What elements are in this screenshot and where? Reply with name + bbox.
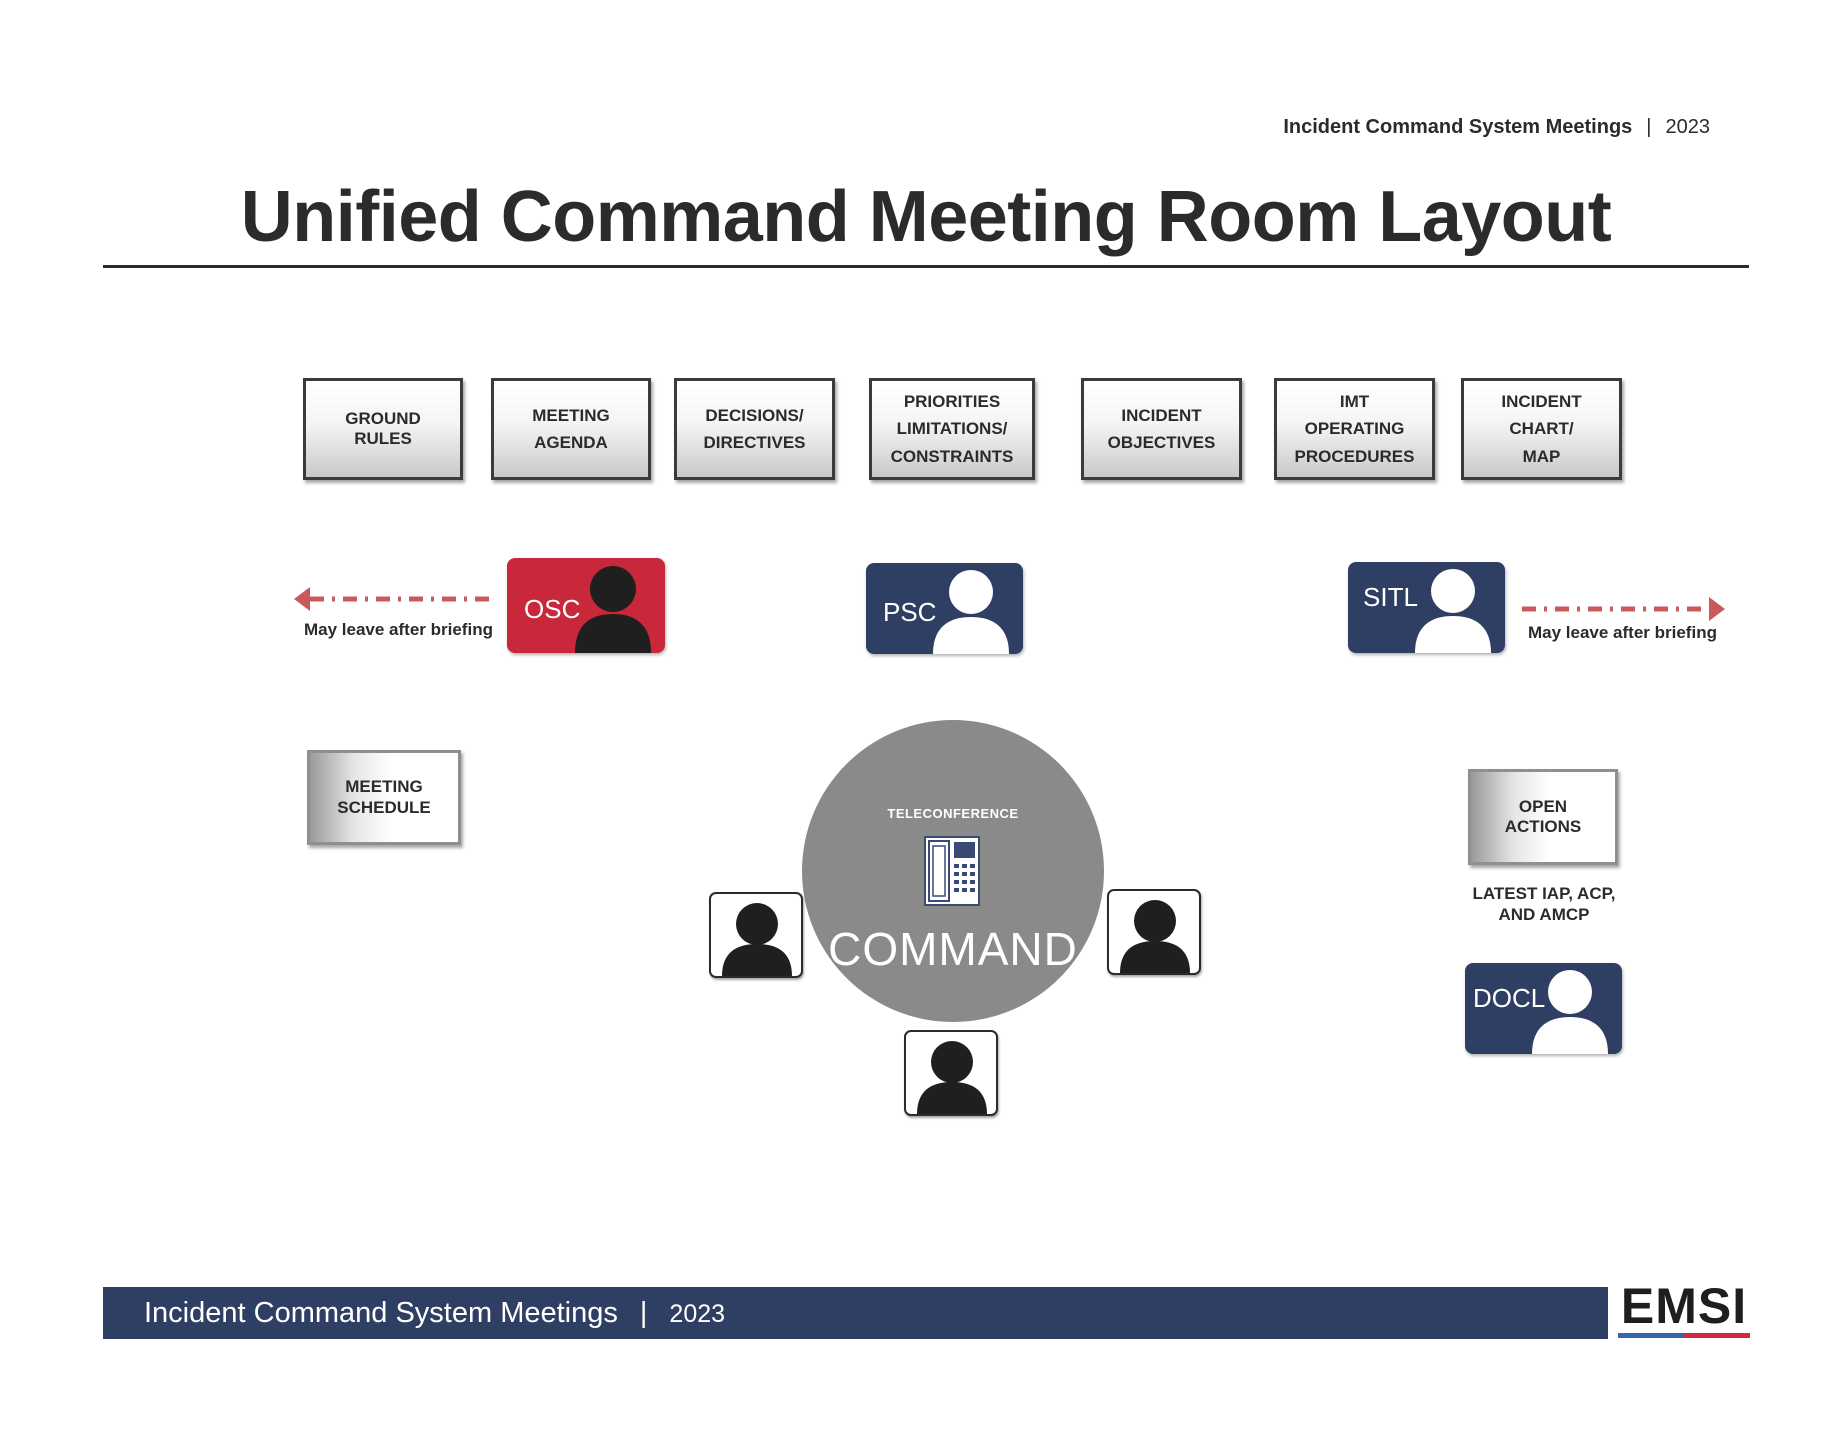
emsi-logo: EMSI — [1618, 1280, 1750, 1338]
board-meeting-schedule: MEETING SCHEDULE — [307, 750, 461, 845]
osc-role-label: OSC — [524, 594, 581, 624]
footer-text: Incident Command System Meetings | 2023 — [144, 1297, 725, 1330]
logo-text: EMSI — [1620, 1278, 1748, 1334]
leave-arrow-left-icon — [294, 587, 497, 611]
person-icon — [722, 903, 792, 976]
footer-year: 2023 — [669, 1300, 726, 1328]
header-year: 2023 — [1665, 116, 1711, 138]
page-title: Unified Command Meeting Room Layout — [240, 177, 1612, 257]
docl-role-label: DOCL — [1473, 983, 1546, 1013]
seat-right[interactable] — [1107, 889, 1201, 975]
board-meeting-agenda: MEETING AGENDA — [491, 378, 651, 480]
leave-arrow-right-icon — [1522, 597, 1725, 621]
seat-left[interactable] — [709, 892, 803, 978]
header-meta: Incident Command System Meetings | 2023 — [1180, 116, 1710, 139]
psc-role-label: PSC — [883, 597, 937, 627]
person-icon — [1532, 970, 1608, 1054]
footer-title: Incident Command System Meetings — [144, 1297, 618, 1329]
board-ground-rules: GROUND RULES — [303, 378, 463, 480]
conference-phone-icon — [924, 836, 980, 906]
person-icon — [575, 566, 651, 653]
seat-bottom[interactable] — [904, 1030, 998, 1116]
sitl-role-label: SITL — [1363, 582, 1418, 612]
board-priorities-limitations-constraints: PRIORITIES LIMITATIONS/ CONSTRAINTS — [869, 378, 1035, 480]
header-separator: | — [1646, 116, 1652, 138]
board-open-actions: OPEN ACTIONS — [1468, 769, 1618, 865]
header-meta-title: Incident Command System Meetings — [1283, 116, 1633, 138]
footer-separator: | — [639, 1297, 648, 1329]
psc-card[interactable]: PSC — [866, 563, 1023, 654]
latest-docs-note: LATEST IAP, ACP, AND AMCP — [1472, 884, 1616, 925]
command-label: COMMAND — [828, 923, 1078, 975]
board-decisions-directives: DECISIONS/ DIRECTIVES — [674, 378, 835, 480]
person-icon — [933, 570, 1009, 654]
logo-stripe — [1618, 1333, 1750, 1338]
teleconference-label: TELECONFERENCE — [887, 806, 1019, 821]
person-icon — [1415, 569, 1491, 653]
board-incident-objectives: INCIDENT OBJECTIVES — [1081, 378, 1242, 480]
osc-card[interactable]: OSC — [507, 558, 665, 653]
sitl-leave-note: May leave after briefing — [1528, 623, 1717, 642]
board-imt-operating-procedures: IMT OPERATING PROCEDURES — [1274, 378, 1435, 480]
docl-card[interactable]: DOCL — [1465, 963, 1622, 1054]
footer-bar — [103, 1287, 1608, 1339]
title-divider — [103, 265, 1749, 268]
person-icon — [917, 1041, 987, 1114]
sitl-card[interactable]: SITL — [1348, 562, 1505, 653]
osc-leave-note: May leave after briefing — [304, 620, 493, 639]
person-icon — [1120, 900, 1190, 973]
board-incident-chart-map: INCIDENT CHART/ MAP — [1461, 378, 1622, 480]
